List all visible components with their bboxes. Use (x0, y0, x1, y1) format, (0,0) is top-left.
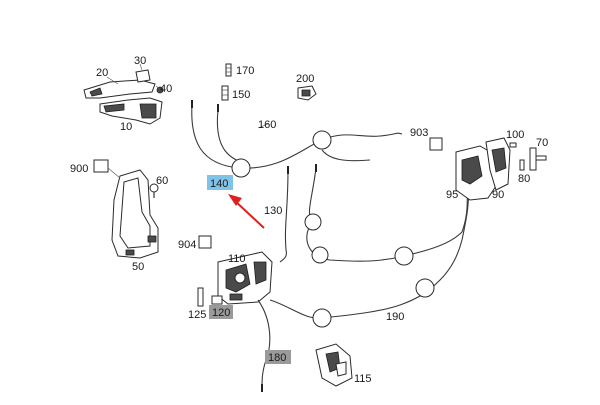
label-60: 60 (156, 175, 168, 187)
label-180: 180 (268, 352, 286, 364)
tag-box-904 (198, 235, 212, 249)
bracket-70 (529, 147, 547, 171)
door-module-panel (111, 169, 159, 259)
label-904: 904 (178, 239, 196, 251)
cable-clip-150 (221, 85, 229, 101)
tag-box-900 (93, 159, 109, 173)
red-pointer-arrow (228, 194, 265, 229)
label-80: 80 (518, 173, 530, 185)
screw-80 (519, 159, 525, 171)
label-125: 125 (188, 309, 206, 321)
highlight-140 (207, 175, 233, 190)
label-110: 110 (228, 253, 246, 265)
label-200: 200 (296, 73, 314, 85)
label-95: 95 (446, 189, 458, 201)
label-900: 900 (70, 163, 88, 175)
label-70: 70 (536, 137, 548, 149)
door-lock-right (455, 137, 511, 201)
label-120: 120 (212, 307, 230, 319)
label-40: 40 (160, 83, 172, 95)
cable-130 (279, 169, 289, 263)
label-130: 130 (264, 205, 282, 217)
cable-180 (257, 299, 271, 389)
cable-clip-170 (225, 63, 232, 77)
label-30: 30 (134, 55, 146, 67)
highlight-120 (209, 305, 233, 319)
label-100: 100 (506, 129, 524, 141)
clip-200 (297, 85, 317, 101)
cable-160 (191, 103, 403, 169)
cable-center-run (306, 221, 463, 262)
label-190: 190 (386, 311, 404, 323)
clip-120 (211, 295, 223, 305)
label-115: 115 (354, 373, 372, 385)
label-170: 170 (236, 65, 254, 77)
label-160: 160 (258, 119, 276, 131)
cable-190 (269, 239, 463, 319)
bolt-125 (197, 287, 204, 307)
door-lock-110 (217, 251, 273, 305)
label-150: 150 (232, 89, 250, 101)
highlight-180 (265, 350, 291, 364)
bracket-115 (315, 343, 353, 387)
screw-100 (509, 142, 517, 148)
label-903: 903 (410, 127, 428, 139)
label-140: 140 (210, 178, 228, 190)
screw-60 (149, 183, 159, 198)
exterior-door-handle (83, 69, 164, 125)
label-90: 90 (492, 189, 504, 201)
label-10: 10 (120, 121, 132, 133)
label-20: 20 (96, 67, 108, 79)
tag-box-903 (429, 137, 443, 151)
label-50: 50 (132, 261, 144, 273)
